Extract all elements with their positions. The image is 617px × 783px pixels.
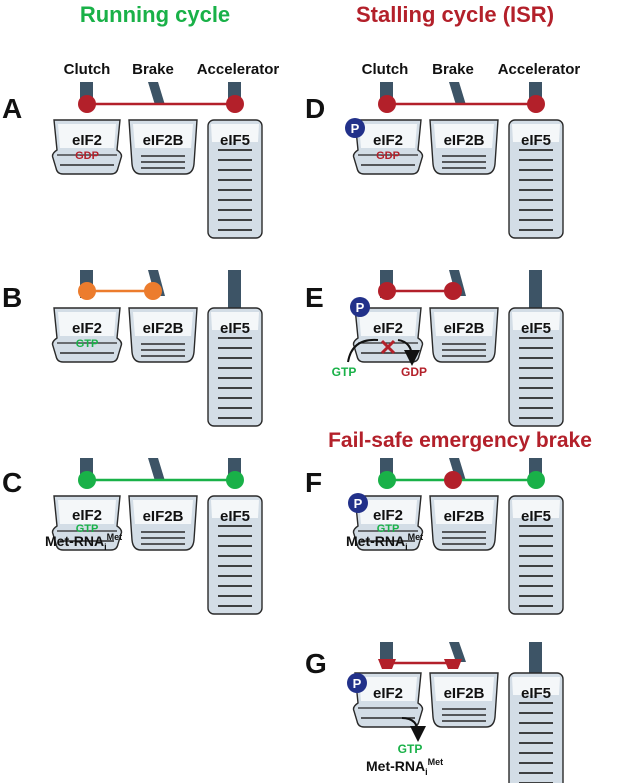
panel-letter-a: A	[2, 93, 22, 124]
gdp-badge: GDP	[75, 150, 99, 162]
exchange-arrow-out	[397, 339, 420, 366]
linkage-joint	[226, 95, 244, 113]
panel-letter-b: B	[2, 282, 22, 313]
gtp-badge: GTP	[377, 523, 400, 535]
eif5-label: eIF5	[521, 132, 551, 149]
label-accelerator-right: Accelerator	[498, 61, 581, 78]
header-stalling-cycle: Stalling cycle (ISR)	[356, 2, 554, 27]
eif2-label: eIF2	[72, 507, 102, 524]
eif5-label: eIF5	[521, 508, 551, 525]
eif2-label: eIF2	[373, 320, 403, 337]
phospho-badge	[347, 673, 367, 693]
blocked-x-icon	[380, 339, 396, 355]
panel-b: eIF2 GTP eIF2B eIF5	[51, 270, 263, 427]
phospho-badge	[350, 297, 370, 317]
eif2b-label: eIF2B	[444, 508, 485, 525]
eif2b-label: eIF2B	[143, 320, 184, 337]
release-arrow	[401, 717, 426, 742]
header-failsafe-brake: Fail-safe emergency brake	[328, 429, 592, 452]
linkage-joint	[378, 659, 396, 669]
panel-e: P eIF2 GTP GDP eIF2B eIF5	[332, 270, 564, 427]
eif5-label: eIF5	[220, 508, 250, 525]
label-brake-left: Brake	[132, 61, 174, 78]
phospho-label: P	[356, 300, 365, 315]
eif2-label: eIF2	[72, 132, 102, 149]
eif5-label: eIF5	[521, 685, 551, 702]
label-clutch-left: Clutch	[64, 61, 111, 78]
panel-letter-g: G	[305, 648, 327, 679]
header-running-cycle: Running cycle	[80, 2, 230, 27]
brake-joint	[444, 471, 462, 489]
eif2-label: eIF2	[72, 320, 102, 337]
eif2-label: eIF2	[373, 132, 403, 149]
panel-letter-f: F	[305, 467, 322, 498]
gdp-label: GDP	[401, 365, 427, 379]
label-brake-right: Brake	[432, 61, 474, 78]
label-accelerator-left: Accelerator	[197, 61, 280, 78]
eif2b-label: eIF2B	[444, 685, 485, 702]
gtp-badge: GTP	[76, 523, 99, 535]
phospho-label: P	[354, 496, 363, 511]
stem-eif2b	[148, 82, 165, 105]
phospho-badge	[345, 118, 365, 138]
gtp-label: GTP	[332, 365, 357, 379]
panel-a: eIF2 GDP eIF2B eIF5	[51, 82, 263, 239]
eif2-label: eIF2	[373, 507, 403, 524]
eif2b-label: eIF2B	[444, 132, 485, 149]
met-trna-label: Met-RNAiMet	[366, 757, 443, 777]
phospho-badge	[348, 493, 368, 513]
eif5-label: eIF5	[521, 320, 551, 337]
met-trna-label: Met-RNAiMet	[346, 532, 423, 552]
gtp-label: GTP	[398, 742, 423, 756]
panel-f: P eIF2 GTP Met-RNAiMet eIF2B eIF5	[346, 458, 564, 615]
panel-letter-e: E	[305, 282, 324, 313]
panel-letter-d: D	[305, 93, 325, 124]
exchange-arrow-in	[347, 338, 379, 363]
gdp-badge: GDP	[376, 150, 400, 162]
panel-c: eIF2 GTP Met-RNAiMet eIF2B eIF5	[45, 458, 263, 615]
eif2b-label: eIF2B	[143, 508, 184, 525]
phospho-label: P	[351, 121, 360, 136]
eif2-label: eIF2	[373, 685, 403, 702]
eif2b-label: eIF2B	[444, 320, 485, 337]
linkage-joint	[444, 659, 462, 669]
panel-g: P eIF2 GTP Met-RNAiMet eIF2B eIF5	[347, 642, 564, 783]
label-clutch-right: Clutch	[362, 61, 409, 78]
linkage-joint	[78, 95, 96, 113]
met-trna-label: Met-RNAiMet	[45, 532, 122, 552]
eif5-label: eIF5	[220, 132, 250, 149]
gtp-badge: GTP	[76, 338, 99, 350]
panel-d: P eIF2 GDP eIF2B eIF5	[345, 82, 564, 239]
panel-letter-c: C	[2, 467, 22, 498]
eif5-label: eIF5	[220, 320, 250, 337]
eif2b-label: eIF2B	[143, 132, 184, 149]
phospho-label: P	[353, 676, 362, 691]
